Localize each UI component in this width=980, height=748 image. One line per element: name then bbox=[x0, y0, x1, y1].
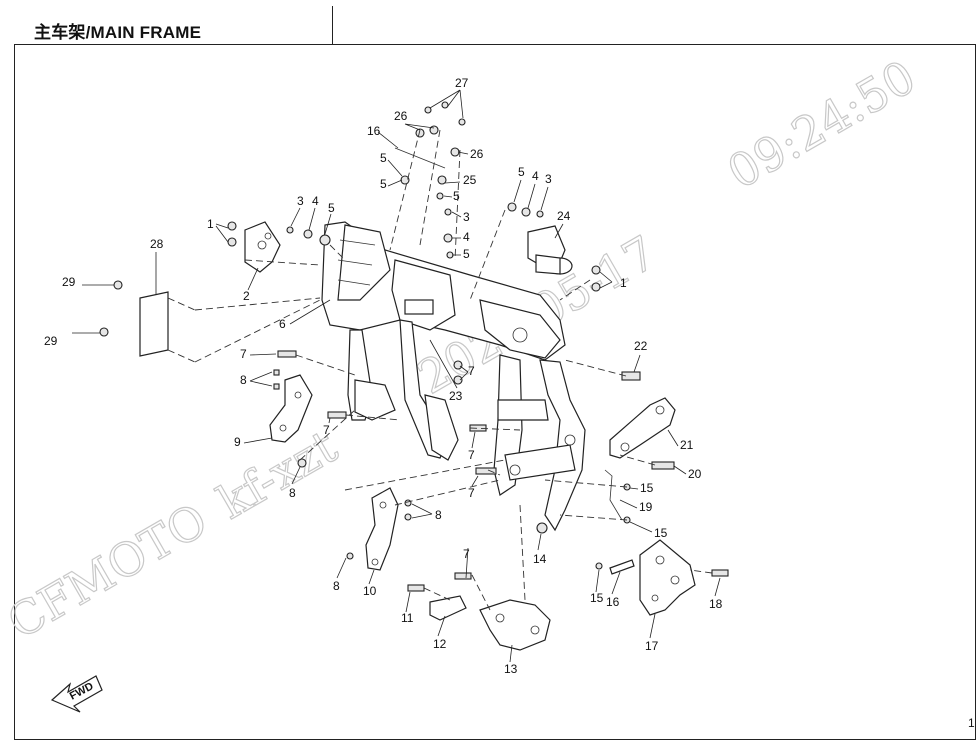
callout-5b: 5 bbox=[518, 165, 525, 179]
callout-5d: 5 bbox=[380, 151, 387, 165]
callout-8c: 8 bbox=[435, 508, 442, 522]
callout-10: 10 bbox=[363, 584, 377, 598]
callout-2: 2 bbox=[243, 289, 250, 303]
callout-14: 14 bbox=[533, 552, 547, 566]
callout-29b: 29 bbox=[44, 334, 58, 348]
callout-8d: 8 bbox=[333, 579, 340, 593]
main-frame-part bbox=[321, 221, 586, 534]
callout-3b: 3 bbox=[545, 172, 552, 186]
callout-13: 13 bbox=[504, 662, 518, 676]
callout-5a: 5 bbox=[328, 201, 335, 215]
assembly-lines bbox=[244, 129, 713, 611]
bracket-9 bbox=[269, 374, 313, 443]
clip-19 bbox=[604, 469, 623, 521]
watermark-brand: CFMOTO bbox=[0, 493, 216, 650]
callout-8b: 8 bbox=[289, 486, 296, 500]
callout-16a: 16 bbox=[367, 124, 381, 138]
callout-15b: 15 bbox=[654, 526, 668, 540]
callout-26a: 26 bbox=[394, 109, 408, 123]
callout-19: 19 bbox=[639, 500, 653, 514]
clip-16 bbox=[609, 559, 635, 575]
callout-7e: 7 bbox=[468, 486, 475, 500]
callout-7a: 7 bbox=[240, 347, 247, 361]
callout-16b: 16 bbox=[606, 595, 620, 609]
callout-17: 17 bbox=[645, 639, 659, 653]
plate-28 bbox=[139, 291, 169, 357]
callout-20: 20 bbox=[688, 467, 702, 481]
callout-23: 23 bbox=[449, 389, 463, 403]
callout-6: 6 bbox=[279, 317, 286, 331]
callout-15c: 15 bbox=[590, 591, 604, 605]
callout-29a: 29 bbox=[62, 275, 76, 289]
callout-12: 12 bbox=[433, 637, 447, 651]
page-title: 主车架/MAIN FRAME bbox=[34, 23, 202, 42]
bracket-10 bbox=[365, 487, 399, 571]
callout-3a: 3 bbox=[297, 194, 304, 208]
callout-5e: 5 bbox=[380, 177, 387, 191]
callout-7c: 7 bbox=[468, 364, 475, 378]
page-corner-mark: 1 bbox=[968, 716, 975, 730]
callout-4a: 4 bbox=[312, 194, 319, 208]
bracket-2 bbox=[244, 221, 281, 273]
bracket-21 bbox=[609, 397, 676, 459]
callout-25: 25 bbox=[463, 173, 477, 187]
callout-3c: 3 bbox=[463, 210, 470, 224]
leader-lines bbox=[155, 89, 721, 663]
callout-15a: 15 bbox=[640, 481, 654, 495]
callout-7b: 7 bbox=[323, 423, 330, 437]
callout-4b: 4 bbox=[532, 169, 539, 183]
callout-22: 22 bbox=[634, 339, 648, 353]
callout-28: 28 bbox=[150, 237, 164, 251]
diagram-frame bbox=[14, 44, 976, 740]
callout-7f: 7 bbox=[463, 547, 470, 561]
callout-5c: 5 bbox=[463, 247, 470, 261]
callout-labels: 1 1 2 3 4 5 3 4 5 3 4 5 5 5 5 6 7 7 7 7 … bbox=[44, 76, 723, 676]
fwd-arrow-icon: FWD bbox=[50, 675, 103, 713]
callout-4c: 4 bbox=[463, 230, 470, 244]
callout-27: 27 bbox=[455, 76, 469, 90]
fasteners bbox=[72, 101, 729, 592]
bracket-17 bbox=[639, 539, 696, 616]
bracket-12 bbox=[429, 595, 467, 621]
callout-5f: 5 bbox=[453, 189, 460, 203]
callout-1a: 1 bbox=[207, 217, 214, 231]
callout-7d: 7 bbox=[468, 448, 475, 462]
callout-21: 21 bbox=[680, 438, 694, 452]
callout-1b: 1 bbox=[620, 276, 627, 290]
watermark-time: 09:24:50 bbox=[719, 49, 925, 199]
callout-9: 9 bbox=[234, 435, 241, 449]
callout-24: 24 bbox=[557, 209, 571, 223]
callout-11: 11 bbox=[401, 611, 414, 625]
callout-8a: 8 bbox=[240, 373, 247, 387]
callout-18: 18 bbox=[709, 597, 723, 611]
bracket-13 bbox=[479, 599, 551, 651]
callout-26b: 26 bbox=[470, 147, 484, 161]
